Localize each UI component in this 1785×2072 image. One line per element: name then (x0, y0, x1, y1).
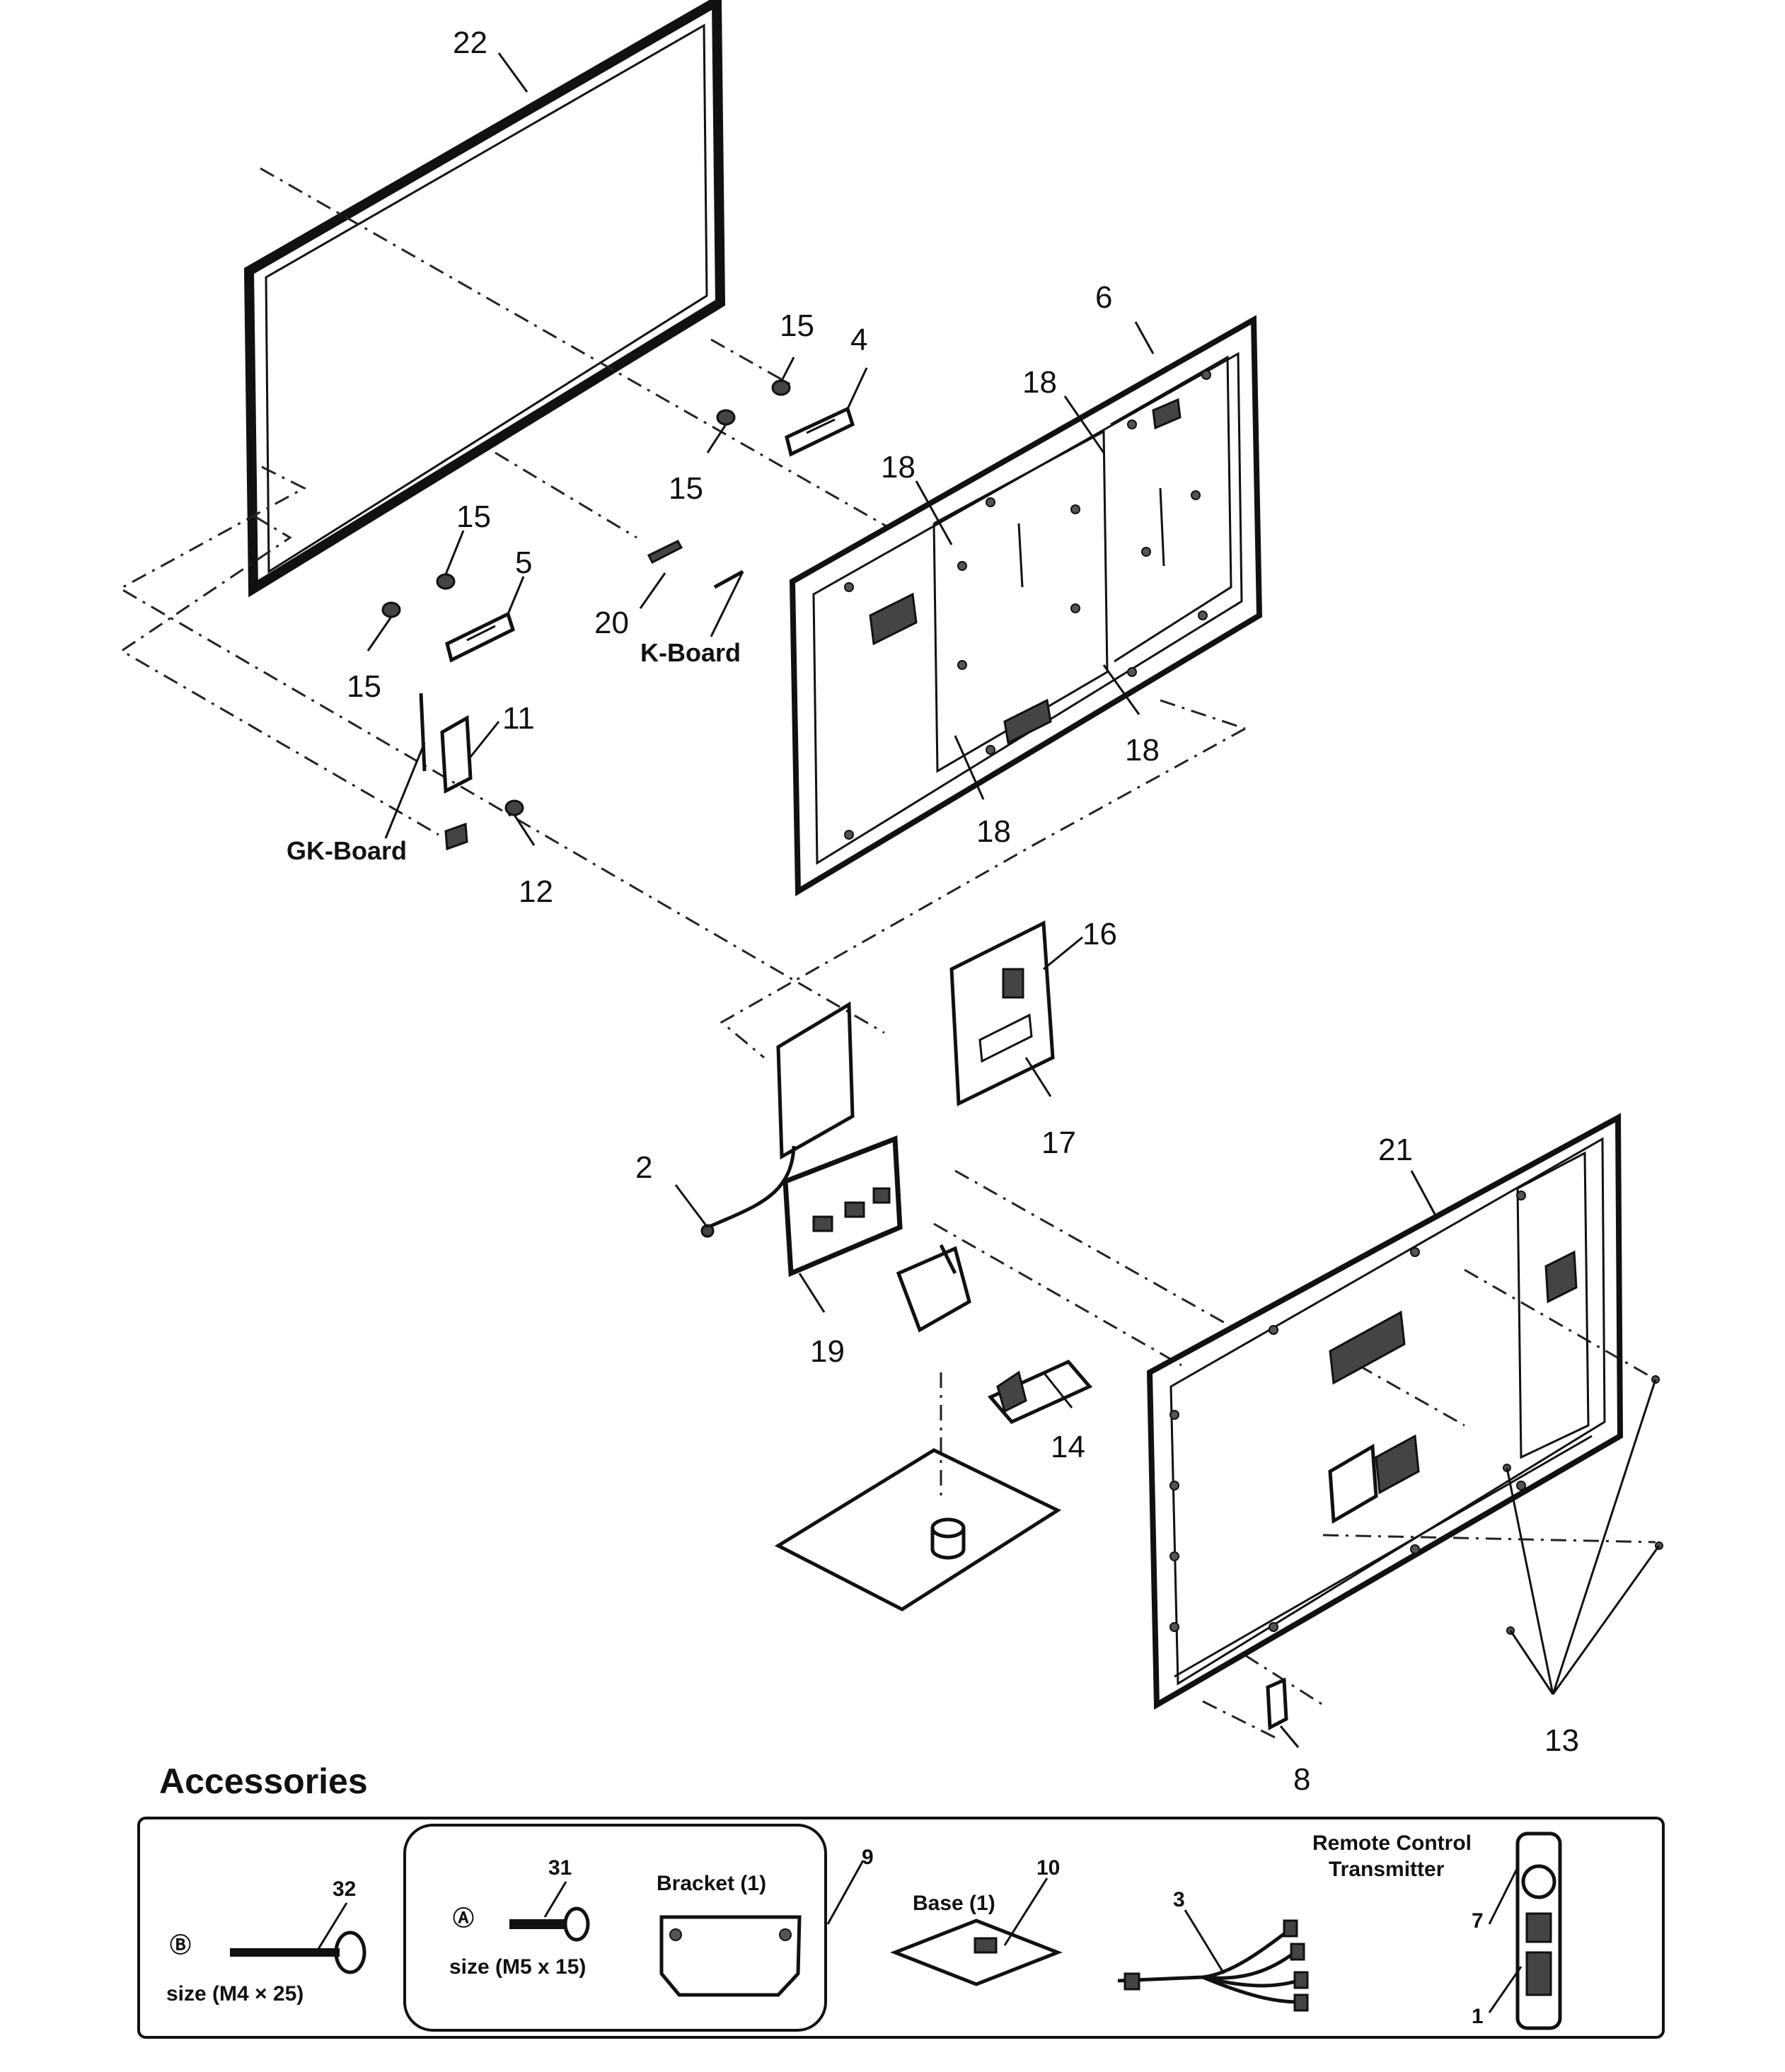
accessory-av-cable: 3 (1117, 1888, 1309, 2012)
speaker-box-4 (785, 406, 855, 457)
callout-labels: 22 15 4 6 18 18 15 15 5 20 K-Board 15 11… (287, 25, 1579, 1797)
callout-7: 7 (1472, 1909, 1484, 1933)
screw-a-31: 31 Ⓐ size (M5 x 15) (449, 1856, 590, 1979)
front-bezel-frame (243, 0, 726, 598)
chassis-frame (789, 315, 1263, 896)
callout-2: 2 (635, 1150, 652, 1185)
screw-b-32: 32 Ⓑ size (M4 × 25) (166, 1877, 366, 2006)
callout-21: 21 (1378, 1133, 1413, 1167)
stand-assembly (774, 1244, 1093, 1611)
screw-13-leaders (1503, 1375, 1663, 1695)
callout-4: 4 (850, 323, 867, 357)
callout-8: 8 (1293, 1762, 1310, 1797)
power-board-2 (700, 1001, 855, 1238)
callout-3: 3 (1173, 1888, 1185, 1911)
callout-15: 15 (456, 499, 491, 534)
callout-10: 10 (1036, 1856, 1060, 1880)
callout-22: 22 (453, 25, 487, 60)
k-board-label: K-Board (640, 638, 741, 667)
terminal-board-19 (782, 1135, 903, 1278)
callout-20: 20 (594, 606, 629, 640)
callout-32: 32 (333, 1877, 356, 1901)
callout-15: 15 (780, 308, 814, 343)
k-board-part (647, 540, 744, 589)
board-16-17 (949, 920, 1055, 1106)
callout-1: 1 (1472, 2005, 1484, 2028)
callout-9: 9 (862, 1846, 874, 1869)
explode-lines-top (117, 167, 1656, 1742)
screw-b-symbol: Ⓑ (170, 1934, 191, 1957)
callout-17: 17 (1041, 1125, 1076, 1160)
callout-leaders (366, 52, 1438, 1748)
bracket-label: Bracket (1) (657, 1872, 766, 1895)
callout-6: 6 (1095, 280, 1112, 315)
part-8 (1266, 1677, 1288, 1731)
screw-a-size: size (M5 x 15) (449, 1955, 586, 1979)
callout-11: 11 (502, 701, 535, 736)
callout-12: 12 (519, 874, 553, 909)
accessories-title: Accessories (159, 1761, 368, 1801)
callout-18: 18 (881, 450, 915, 485)
remote-label-line1: Remote Control (1312, 1831, 1472, 1855)
gk-board-part (419, 693, 524, 851)
callout-19: 19 (810, 1334, 845, 1369)
accessory-bracket: Bracket (1) 9 (657, 1846, 874, 1997)
gk-board-label: GK-Board (287, 836, 407, 865)
accessories-panel: Accessories 32 Ⓑ size (M4 × 25) 31 Ⓐ siz… (137, 1761, 1665, 2039)
screw-a-symbol: Ⓐ (453, 1907, 474, 1931)
callout-15: 15 (347, 669, 381, 704)
screw-b-size: size (M4 × 25) (166, 1982, 304, 2006)
callout-18: 18 (976, 814, 1011, 849)
accessory-base: Base (1) 10 (890, 1856, 1063, 1986)
callout-15: 15 (669, 471, 703, 506)
callout-31: 31 (548, 1856, 572, 1880)
remote-label-line2: Transmitter (1329, 1858, 1445, 1881)
callout-16: 16 (1082, 917, 1117, 951)
base-label: Base (1) (913, 1892, 995, 1915)
accessory-remote: Remote Control Transmitter 7 1 (1312, 1831, 1562, 2030)
callout-14: 14 (1051, 1430, 1085, 1464)
rear-cover-21 (1146, 1113, 1624, 1710)
speaker-box-5 (445, 611, 516, 663)
callout-18: 18 (1022, 365, 1057, 400)
callout-18: 18 (1125, 733, 1160, 768)
callout-5: 5 (515, 545, 532, 580)
callout-13: 13 (1544, 1723, 1579, 1758)
